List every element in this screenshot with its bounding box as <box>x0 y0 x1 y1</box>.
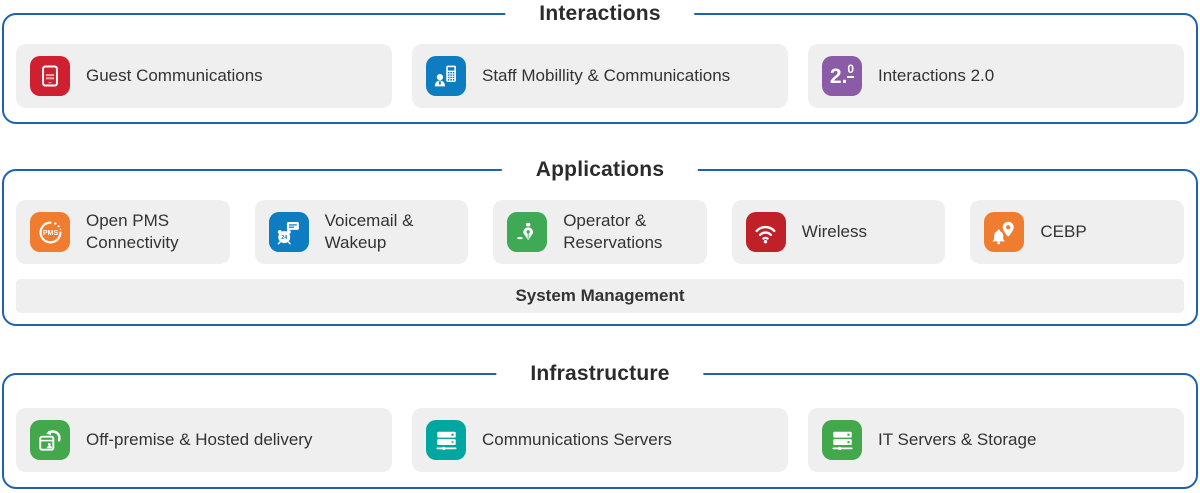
card-label: Interactions 2.0 <box>878 66 995 86</box>
version-2-0-icon: 2.0 <box>822 56 862 96</box>
section-title-infrastructure: Infrastructure <box>496 361 704 386</box>
card-label: IT Servers & Storage <box>878 430 1037 450</box>
interactions-card-row: Guest Communications S <box>4 15 1196 122</box>
card-label: Off-premise & Hosted delivery <box>86 430 313 450</box>
server-stack-icon <box>822 420 862 460</box>
card-voicemail-wakeup: 24 Voicemail & Wakeup <box>254 200 469 264</box>
wifi-icon <box>745 212 786 252</box>
card-communications-servers: Communications Servers <box>412 408 788 472</box>
bell-location-pin-icon <box>984 212 1025 252</box>
person-mobile-phone-icon <box>426 56 466 96</box>
section-interactions: Interactions Guest Communications <box>2 1 1198 124</box>
system-management-label: System Management <box>515 286 685 305</box>
version-sup-text: 0 <box>847 61 855 78</box>
card-label: CEBP <box>1040 222 1087 242</box>
applications-card-row: PMS Open PMS Connectivity 24 Vo <box>4 171 1196 264</box>
svg-text:PMS: PMS <box>42 229 58 237</box>
section-infrastructure: Infrastructure Off-premise & Hosted deli… <box>2 361 1198 489</box>
card-label: Voicemail & Wakeup <box>324 211 414 252</box>
card-label: Communications Servers <box>482 430 672 450</box>
tablet-document-icon <box>30 56 70 96</box>
card-guest-communications: Guest Communications <box>16 44 392 108</box>
card-open-pms-connectivity: PMS Open PMS Connectivity <box>16 200 230 264</box>
card-staff-mobility-communications: Staff Mobillity & Communications <box>412 44 788 108</box>
card-label: Wireless <box>801 222 867 242</box>
card-label: Operator & Reservations <box>563 211 663 252</box>
section-title-applications: Applications <box>501 157 699 182</box>
section-title-interactions: Interactions <box>505 1 695 26</box>
card-it-servers-storage: IT Servers & Storage <box>808 408 1184 472</box>
pms-circle-icon: PMS <box>30 212 70 252</box>
svg-text:24: 24 <box>281 235 287 241</box>
card-cebp: CEBP <box>970 200 1184 264</box>
infrastructure-card-row: Off-premise & Hosted delivery Communicat… <box>4 375 1196 487</box>
alarm-clock-message-icon: 24 <box>268 212 309 252</box>
operator-pen-nib-icon <box>507 212 548 252</box>
card-off-premise-hosted-delivery: Off-premise & Hosted delivery <box>16 408 392 472</box>
card-label: Guest Communications <box>86 66 263 86</box>
server-stack-icon <box>426 420 466 460</box>
version-main-text: 2. <box>829 64 848 88</box>
card-operator-reservations: Operator & Reservations <box>493 200 707 264</box>
card-label: Staff Mobillity & Communications <box>482 66 731 86</box>
window-cloud-arrow-icon <box>30 420 70 460</box>
card-wireless: Wireless <box>731 200 946 264</box>
card-interactions-2-0: 2.0 Interactions 2.0 <box>808 44 1184 108</box>
system-management-bar: System Management <box>16 279 1184 313</box>
card-label: Open PMS Connectivity <box>86 211 179 252</box>
section-applications: Applications PMS Open PMS Connectivity <box>2 157 1198 326</box>
